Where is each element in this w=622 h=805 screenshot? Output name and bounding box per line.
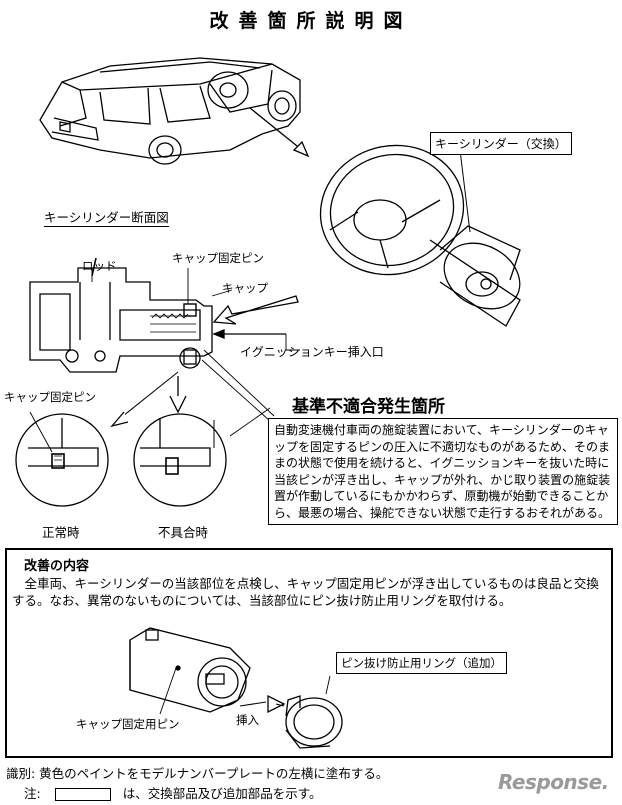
- nonconformity-description: 自動変速機付車両の施錠装置において、キーシリンダーのキャップを固定するピンの圧入…: [268, 418, 618, 525]
- legend-note: 注: は、交換部品及び追加部品を示す。: [24, 783, 321, 802]
- cap-pin-top-label: キャップ固定ピン: [172, 251, 264, 265]
- improvement-parts: [129, 627, 343, 749]
- improvement-section: [5, 548, 613, 758]
- improvement-title: 改善の内容: [24, 559, 90, 574]
- legend-box-symbol: [54, 788, 111, 801]
- key-cylinder-section: [29, 257, 300, 431]
- steering-illustration: [319, 144, 521, 327]
- normal-label: 正常時: [42, 525, 80, 540]
- key-cylinder-replace-label: キーシリンダー（交換）: [430, 132, 572, 155]
- insert-label: 挿入: [236, 713, 259, 727]
- section-view-label: キーシリンダー断面図: [44, 207, 169, 227]
- response-watermark-logo: Response.: [498, 770, 609, 794]
- legend-prefix: 注:: [24, 786, 41, 801]
- page-title: 改善箇所説明図: [209, 10, 413, 32]
- car-illustration: [39, 57, 310, 165]
- defect-label: 不具合時: [158, 525, 209, 540]
- cap-label: キャップ: [222, 281, 268, 295]
- detail-circles: [15, 371, 271, 507]
- ignition-slot-label: イグニッションキー挿入口: [240, 345, 384, 359]
- improvement-body: 全車両、キーシリンダーの当該部位を点検し、キャップ固定用ピンが浮き出しているもの…: [12, 576, 599, 608]
- legend-suffix: は、交換部品及び追加部品を示す。: [122, 786, 322, 801]
- cap-pin-left-label: キャップ固定ピン: [4, 390, 96, 404]
- cap-fixing-pin-label: キャップ固定用ピン: [76, 717, 180, 731]
- nonconformity-heading: 基準不適合発生箇所: [292, 397, 445, 417]
- identification-note: 識別: 黄色のペイントをモデルナンバープレートの左横に塗布する。: [6, 766, 389, 781]
- ring-label: ピン抜け防止用リング（追加）: [336, 652, 507, 674]
- rod-label: ロッド: [82, 259, 117, 273]
